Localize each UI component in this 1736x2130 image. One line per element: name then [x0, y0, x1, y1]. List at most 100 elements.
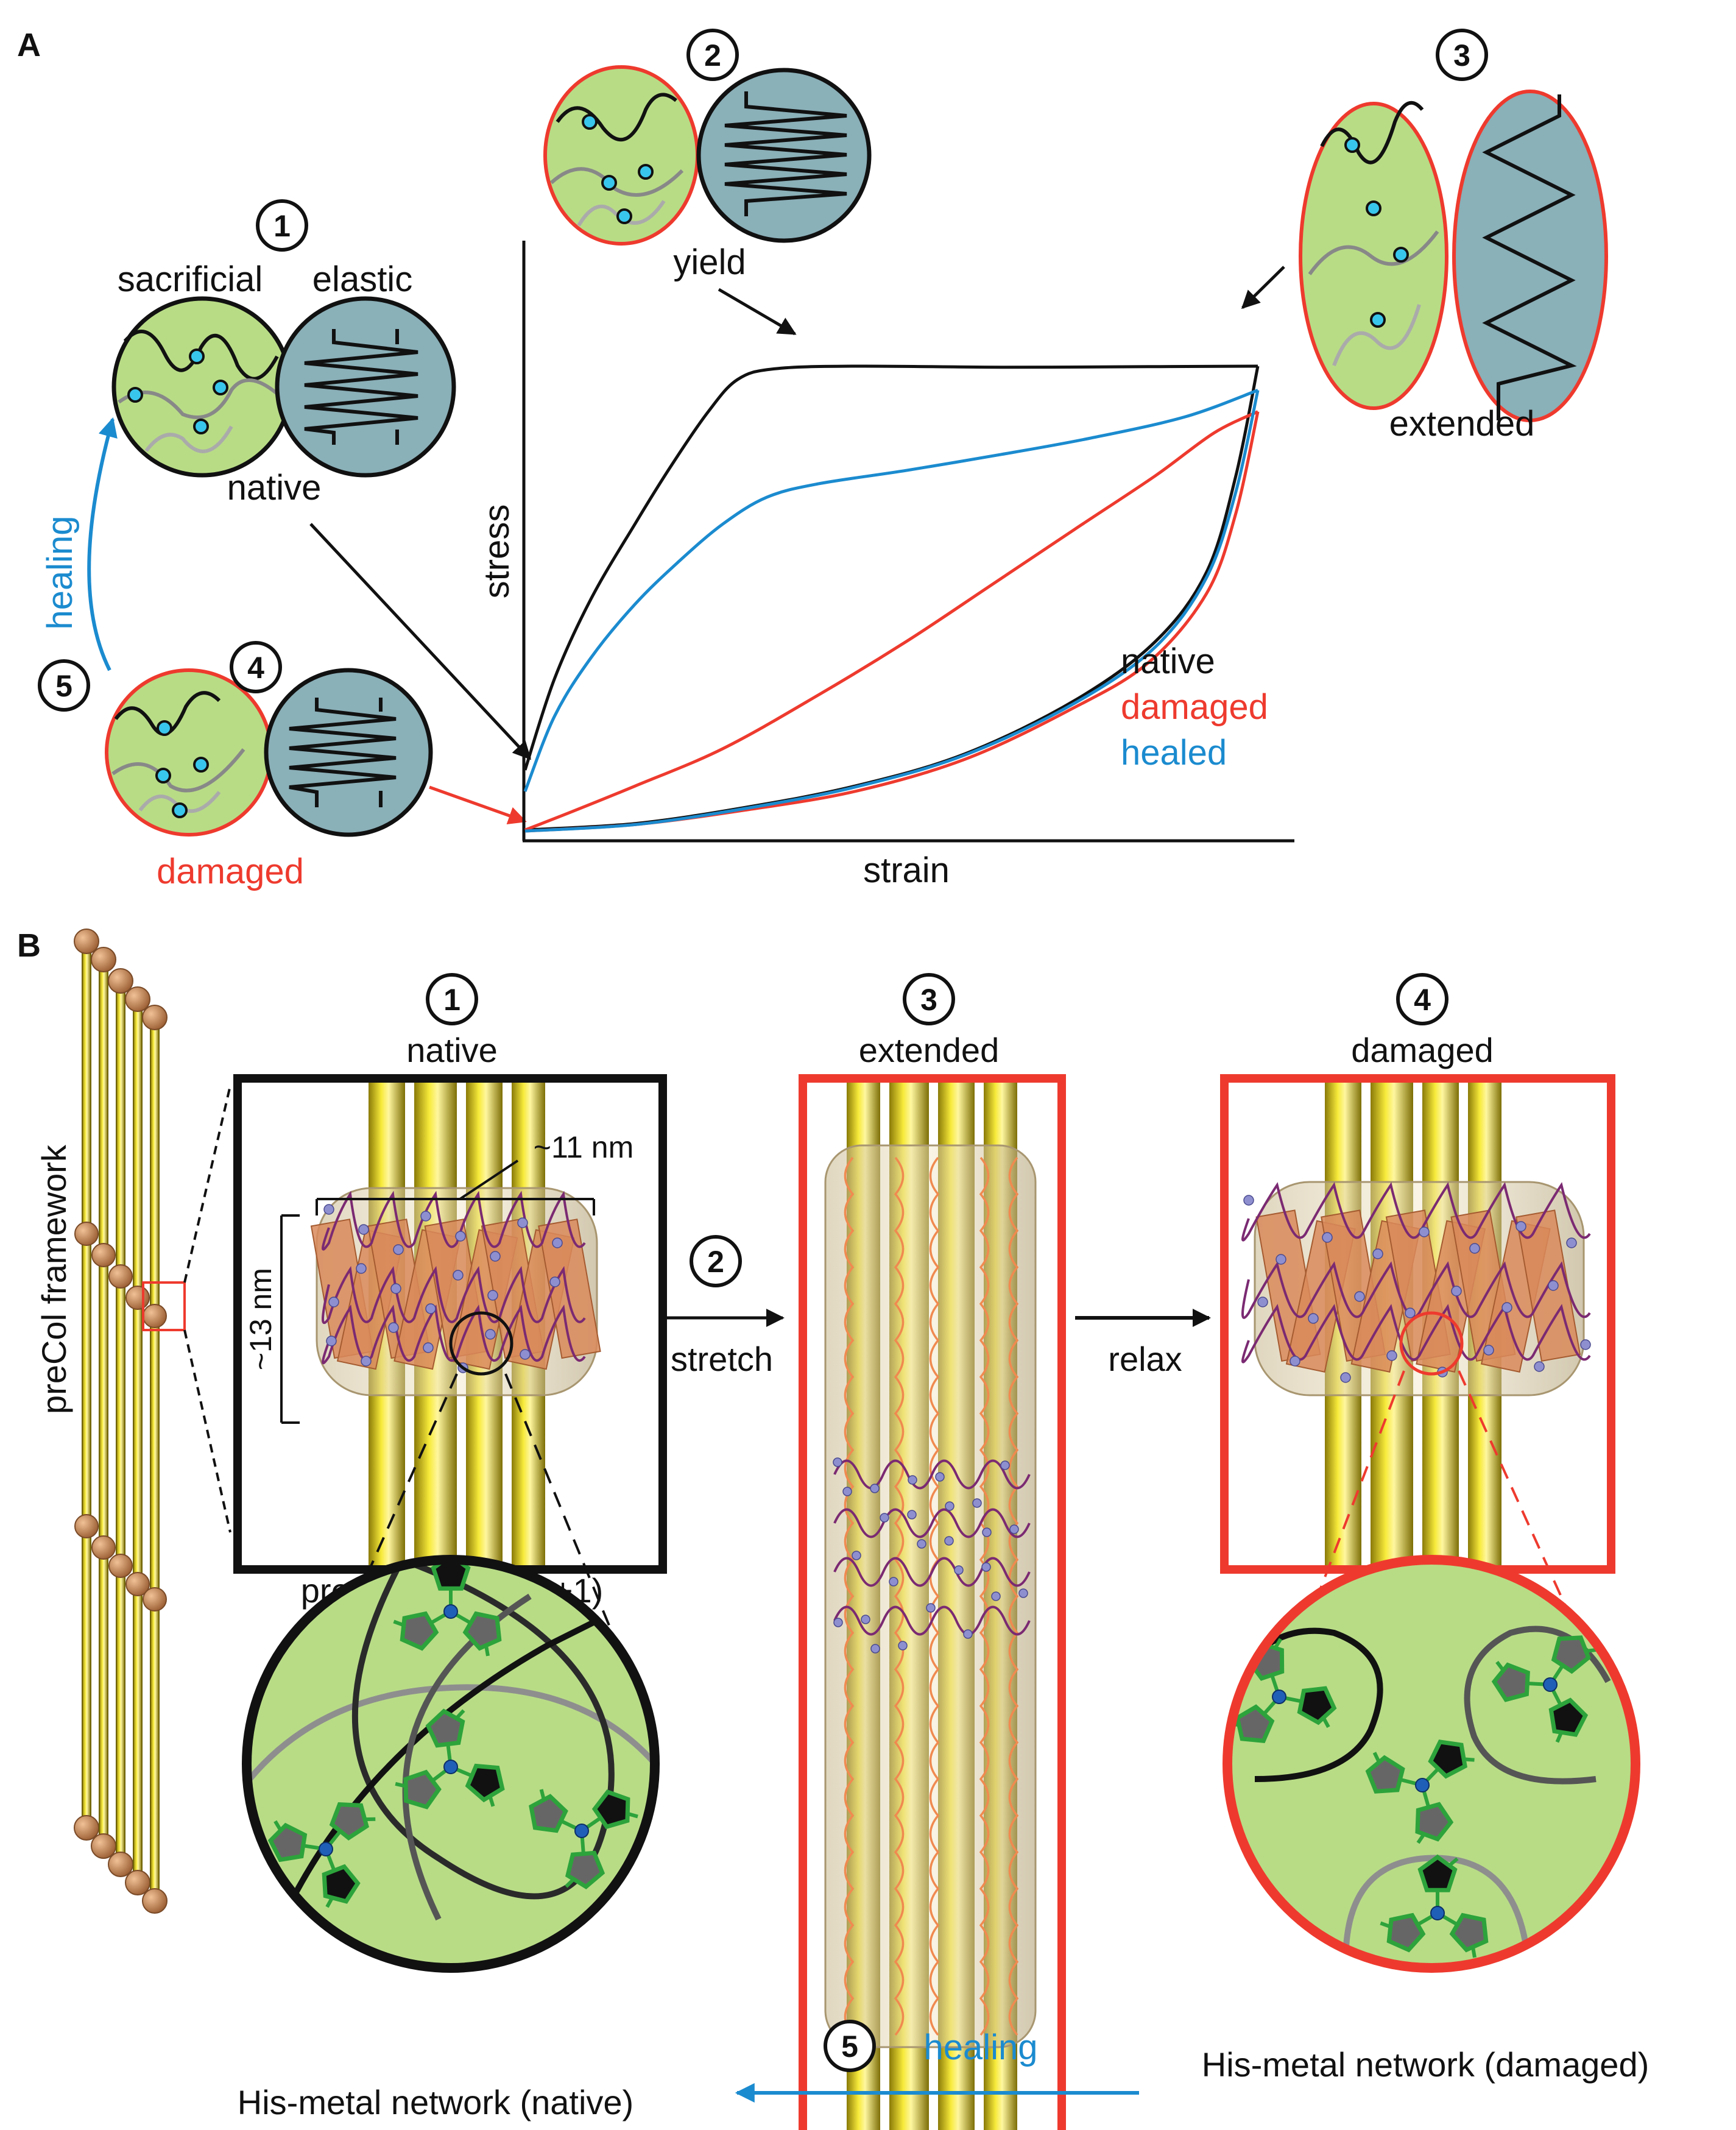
metal-site — [420, 1211, 431, 1222]
metal-site — [870, 1644, 880, 1654]
dim-height: ~13 nm — [244, 1268, 278, 1370]
zoom-box — [142, 1281, 186, 1331]
metal-site — [889, 1577, 898, 1587]
label-stretch: stretch — [671, 1340, 773, 1378]
step-badge — [230, 641, 282, 693]
his-metal-site — [1380, 1854, 1489, 1958]
metal-site — [328, 1297, 339, 1307]
framework-bead — [125, 1572, 150, 1596]
metal-site — [390, 1283, 401, 1294]
step-badge — [256, 199, 308, 252]
step-label: 4 — [1414, 983, 1431, 1017]
state-damaged: damaged — [1351, 1031, 1494, 1069]
metal-site — [453, 1270, 464, 1281]
metal-site — [323, 1204, 334, 1215]
framework-bead — [91, 947, 116, 972]
step-badge — [1396, 973, 1448, 1025]
metal-site — [1009, 1524, 1019, 1534]
his-metal-site — [529, 1789, 638, 1890]
metal-site — [520, 1349, 531, 1360]
stretched-strand — [1008, 1156, 1019, 2036]
chart-curves — [523, 364, 1260, 833]
metal-site — [552, 1237, 563, 1248]
metal-site — [833, 1457, 842, 1467]
metal-site — [842, 1487, 852, 1496]
label-network-native: His-metal network (native) — [238, 2083, 633, 2121]
metal-site — [954, 1565, 964, 1575]
metal-site — [1501, 1302, 1512, 1313]
label-extended: extended — [1389, 404, 1535, 444]
framework-bead — [74, 929, 99, 954]
framework-bead — [91, 1535, 116, 1560]
legend-healed: healed — [1121, 733, 1227, 773]
framework-rod — [82, 941, 91, 1828]
step-label: 3 — [1453, 38, 1470, 73]
his-metal-site — [1491, 1635, 1597, 1743]
unit-yield: 2 yield — [543, 29, 872, 282]
his-rich-strands — [322, 1191, 586, 1365]
metal-site — [1419, 1226, 1430, 1237]
metal-site — [326, 1336, 337, 1346]
metal-site — [1548, 1280, 1559, 1291]
metal-site — [981, 1562, 991, 1572]
his-metal-site — [267, 1802, 376, 1908]
metal-site — [833, 1618, 843, 1627]
bundle-damaged: 4 damaged — [1220, 973, 1615, 1574]
metal-site — [517, 1217, 528, 1228]
curve-healed-unloading — [524, 389, 1260, 833]
metal-site — [455, 1231, 466, 1242]
metal-site — [490, 1251, 501, 1262]
metal-site — [963, 1629, 973, 1639]
step-label: 5 — [841, 2029, 858, 2064]
label-network-damaged: His-metal network (damaged) — [1202, 2045, 1649, 2084]
panel-label-a: A — [17, 27, 41, 63]
arrow-extended-to-curve — [1241, 266, 1285, 310]
arrow-damaged-to-curve — [429, 785, 527, 825]
step-badge — [824, 2020, 876, 2072]
framework-rod — [116, 980, 125, 1865]
curve-native-loading — [523, 364, 1258, 771]
metal-site — [1580, 1339, 1591, 1350]
his-metal-site — [395, 1708, 505, 1810]
metal-site — [1534, 1361, 1545, 1372]
metal-site — [898, 1641, 908, 1651]
unit-damaged: 4 damaged — [105, 641, 433, 891]
metal-site — [926, 1603, 936, 1613]
metal-site — [485, 1329, 496, 1340]
framework-bead — [108, 1554, 133, 1578]
step-label: 2 — [704, 38, 721, 73]
label-healing-b: healing — [923, 2028, 1037, 2067]
precol-framework: preCol framework — [35, 929, 231, 1914]
metal-site — [1257, 1297, 1268, 1307]
step-badge — [690, 1235, 742, 1287]
metal-site — [1243, 1195, 1254, 1206]
metal-site — [1308, 1313, 1319, 1324]
metal-site — [393, 1244, 404, 1255]
curve-healed-loading — [523, 389, 1258, 792]
metal-site — [425, 1303, 436, 1314]
arrow-yield-to-curve — [718, 288, 797, 336]
x-axis-label: strain — [863, 851, 950, 890]
metal-site — [1451, 1286, 1462, 1297]
metal-site — [1018, 1588, 1028, 1598]
his-metal-site — [1228, 1638, 1337, 1744]
label-native: native — [227, 468, 322, 508]
metal-site — [870, 1484, 880, 1493]
metal-site — [945, 1501, 954, 1511]
framework-bead — [125, 986, 150, 1012]
metal-site — [908, 1475, 917, 1485]
metal-site — [1372, 1248, 1383, 1259]
framework-bead — [125, 1870, 150, 1895]
metal-site — [388, 1322, 399, 1333]
label-elastic: elastic — [312, 260, 412, 299]
bundle-native: ~11 nm ~13 nm 1 native preCol bundle (6+… — [233, 973, 667, 1610]
y-axis-label: stress — [477, 504, 517, 599]
step-label: 2 — [707, 1245, 724, 1279]
framework-bead — [91, 1833, 116, 1859]
metal-site — [1290, 1356, 1300, 1367]
metal-site — [1483, 1345, 1494, 1356]
framework-bead — [108, 1264, 133, 1289]
framework-bead — [74, 1815, 99, 1841]
framework-bead — [142, 1888, 168, 1914]
arrow-native-to-curve — [309, 523, 532, 760]
